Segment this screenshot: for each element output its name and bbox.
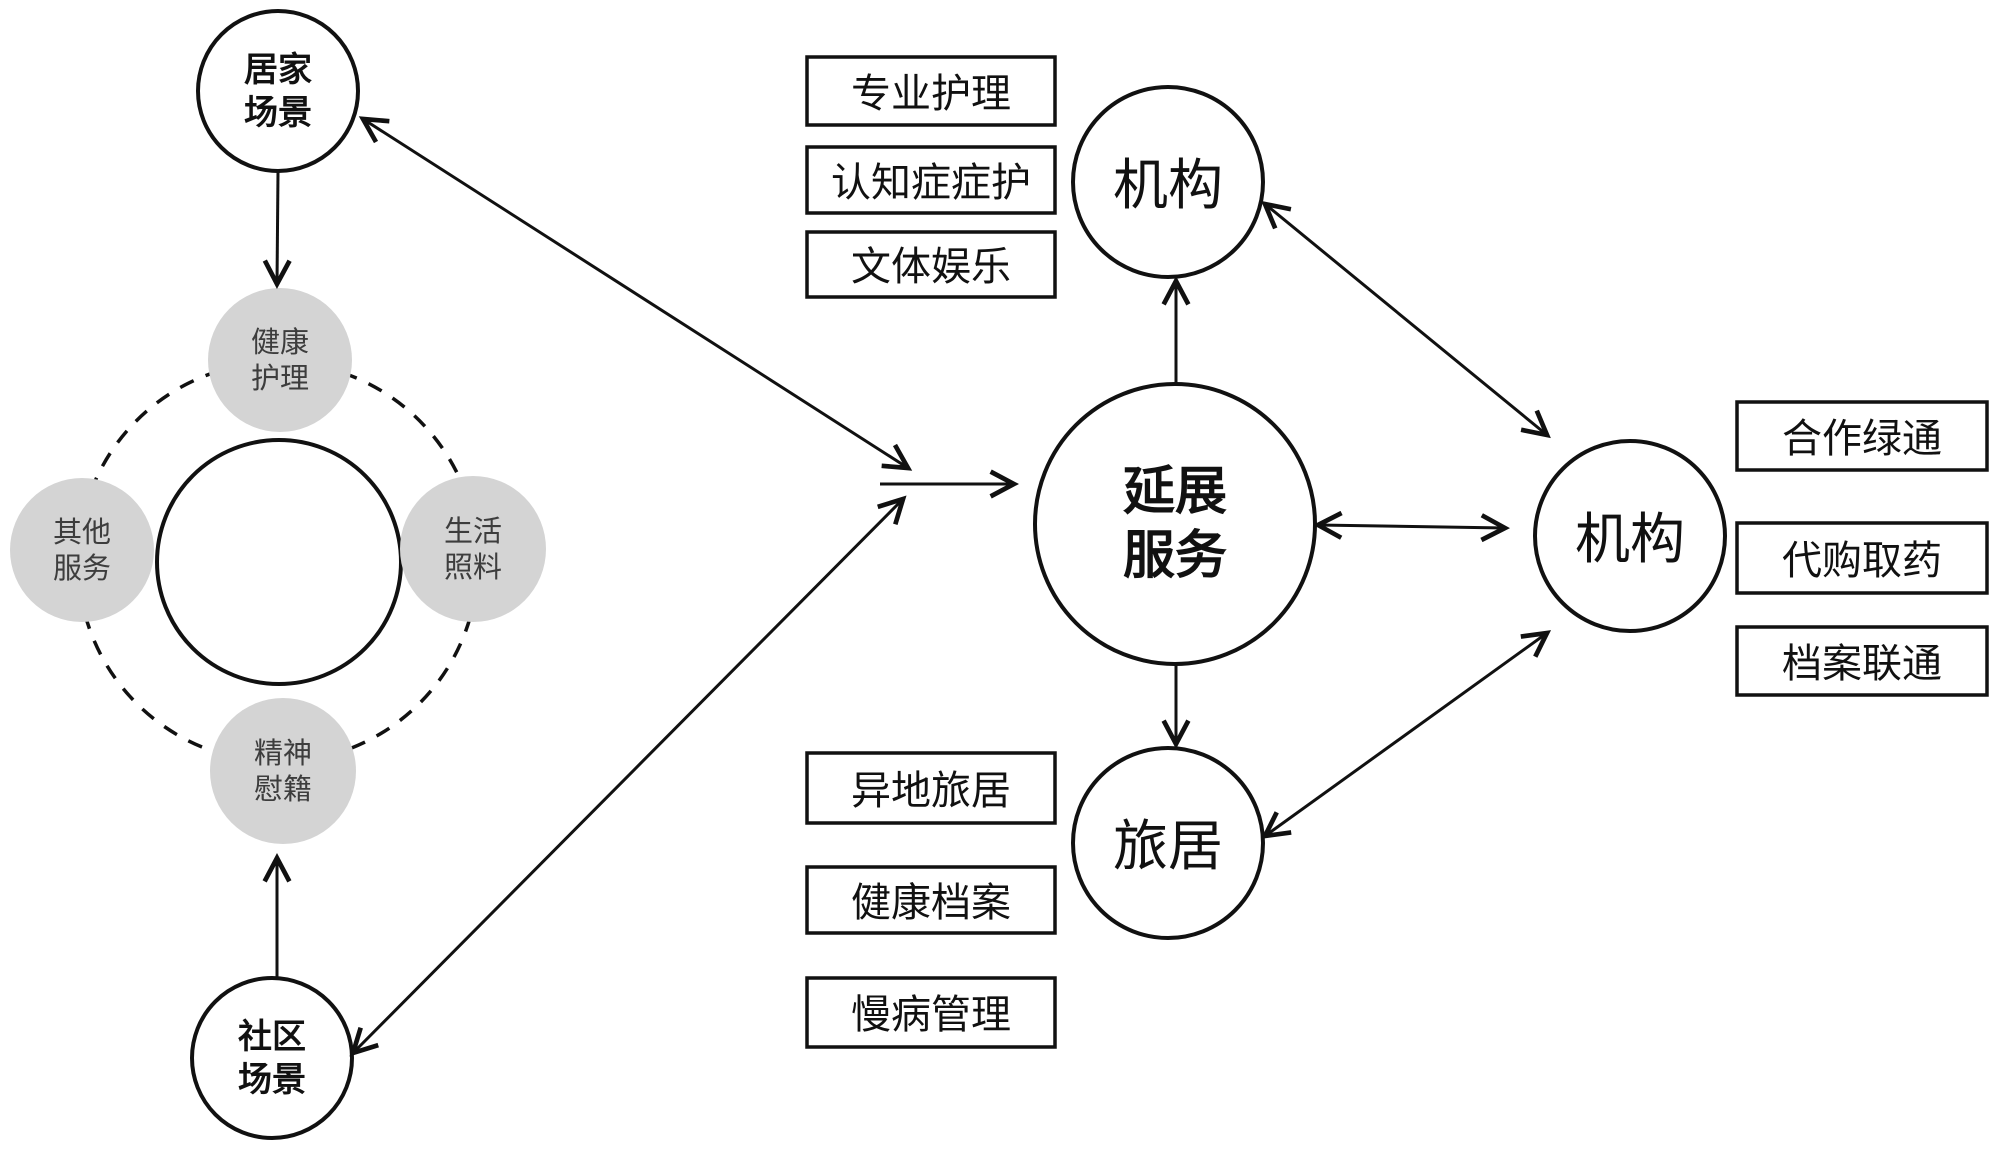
- medicine-purchase-label: 代购取药: [1782, 538, 1942, 584]
- cooperation-green-channel-label: 合作绿通: [1782, 416, 1942, 462]
- extended-service-circle: [1033, 382, 1317, 666]
- arrow-home-hub-double: [358, 116, 913, 471]
- node-home-scene: 居家 场景: [196, 9, 360, 173]
- gray-node-life-care: 生活 照料: [400, 476, 546, 622]
- arrow-hub-institution-right-double: [1313, 510, 1510, 543]
- box-culture-entertainment: 文体娱乐: [805, 230, 1057, 299]
- box-cooperation-green-channel: 合作绿通: [1735, 400, 1989, 472]
- professional-nursing-label: 专业护理: [851, 71, 1011, 117]
- box-medicine-purchase: 代购取药: [1735, 521, 1989, 595]
- spiritual-comfort-circle: [210, 698, 356, 844]
- arrow-travel-institution-double: [1260, 630, 1552, 839]
- arrow-home-to-healthcare: [262, 171, 292, 289]
- health-care-label-line2: 护理: [251, 361, 309, 395]
- box-dementia-care: 认知症症护: [805, 145, 1057, 215]
- box-health-records: 健康档案: [805, 865, 1057, 935]
- health-care-label-line1: 健康: [251, 325, 309, 359]
- box-remote-travel: 异地旅居: [805, 751, 1057, 825]
- node-extended-service: 延展 服务: [1033, 382, 1317, 666]
- travel-label: 旅居: [1113, 814, 1223, 878]
- box-professional-nursing: 专业护理: [805, 55, 1057, 127]
- health-records-label: 健康档案: [851, 880, 1011, 926]
- culture-entertainment-label: 文体娱乐: [851, 244, 1011, 290]
- community-scene-label-line1: 社区: [238, 1017, 306, 1057]
- institution-right-circle: [1533, 439, 1727, 633]
- arrow-institutions-double: [1261, 200, 1551, 439]
- community-scene-circle: [190, 976, 354, 1140]
- inner-empty-circle: [155, 438, 403, 686]
- dementia-care-label: 认知症症护: [831, 160, 1031, 206]
- community-scene-label-line2: 场景: [238, 1060, 306, 1100]
- institution-right-label: 机构: [1575, 507, 1685, 571]
- other-services-circle: [10, 478, 154, 622]
- extended-service-label-line2: 服务: [1123, 526, 1227, 586]
- spiritual-comfort-label-line2: 慰籍: [254, 772, 312, 806]
- medicine-purchase-box: [1735, 521, 1989, 595]
- life-care-label-line1: 生活: [444, 514, 502, 548]
- node-institution-right: 机构: [1533, 439, 1727, 633]
- gray-node-health-care: 健康 护理: [208, 288, 352, 432]
- chronic-disease-management-label: 慢病管理: [851, 992, 1011, 1038]
- gray-node-other-services: 其他 服务: [10, 478, 154, 622]
- life-care-label-line2: 照料: [444, 550, 502, 584]
- home-scene-label-line2: 场景: [244, 93, 312, 133]
- arrow-community-hub-double: [349, 495, 907, 1057]
- institution-top-label: 机构: [1113, 153, 1223, 217]
- gray-node-spiritual-comfort: 精神 慰籍: [210, 698, 356, 844]
- home-scene-circle: [196, 9, 360, 173]
- health-care-circle: [208, 288, 352, 432]
- other-services-label-line2: 服务: [53, 551, 111, 585]
- remote-travel-label: 异地旅居: [851, 768, 1011, 814]
- archive-connectivity-label: 档案联通: [1782, 641, 1942, 687]
- node-community-scene: 社区 场景: [190, 976, 354, 1140]
- professional-nursing-box: [805, 55, 1057, 127]
- node-travel: 旅居: [1071, 746, 1265, 940]
- life-care-circle: [400, 476, 546, 622]
- archive-connectivity-box: [1735, 625, 1989, 697]
- home-scene-label-line1: 居家: [244, 50, 312, 90]
- box-chronic-disease-management: 慢病管理: [805, 976, 1057, 1049]
- extended-service-label-line1: 延展: [1123, 462, 1227, 522]
- node-institution-top: 机构: [1071, 85, 1265, 279]
- other-services-label-line1: 其他: [53, 515, 111, 549]
- box-archive-connectivity: 档案联通: [1735, 625, 1989, 697]
- spiritual-comfort-label-line1: 精神: [254, 736, 312, 770]
- cooperation-green-channel-box: [1735, 400, 1989, 472]
